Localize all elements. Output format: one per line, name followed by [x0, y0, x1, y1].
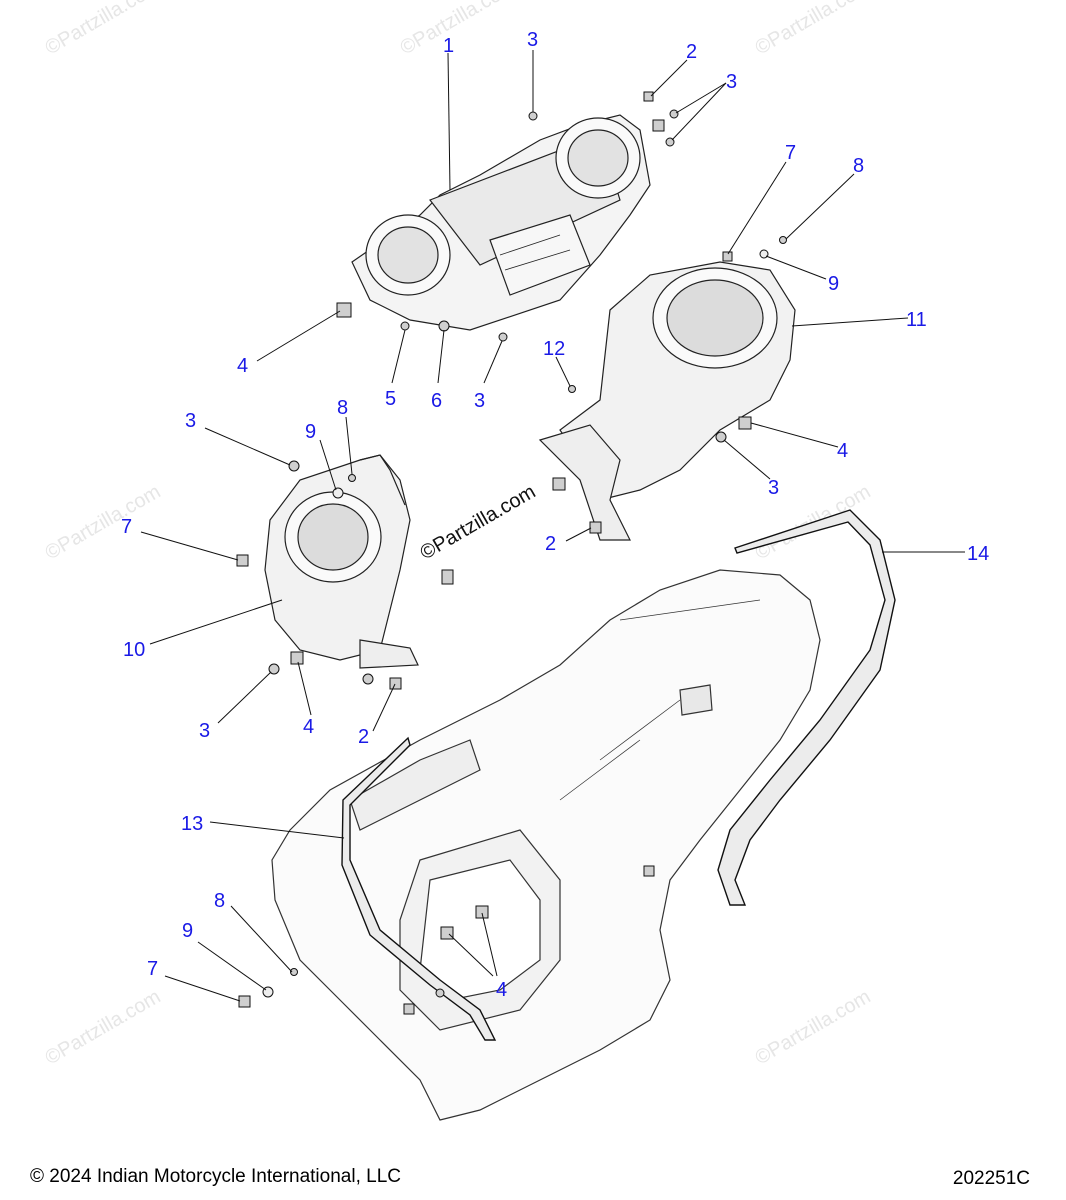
bolt-icon	[348, 474, 356, 482]
nut-icon	[236, 554, 249, 567]
watermark: ©Partzilla.com	[42, 0, 165, 59]
bolt-icon	[528, 111, 538, 121]
bolt-icon	[362, 673, 374, 685]
nut-icon	[652, 119, 665, 132]
callout-label: 4	[303, 716, 314, 738]
callout-label: 3	[768, 477, 779, 499]
callout-label: 3	[199, 720, 210, 742]
bolt-icon	[268, 663, 280, 675]
bolt-icon	[779, 236, 787, 244]
watermark-center: ©Partzilla.com	[417, 481, 540, 565]
speaker-pod-part-10	[264, 454, 419, 669]
callout-label: 8	[337, 397, 348, 419]
callout-label: 12	[543, 338, 565, 360]
callout-label: 10	[123, 639, 145, 661]
nut-icon	[336, 302, 352, 318]
callout-label: 8	[214, 890, 225, 912]
nut-icon	[238, 995, 251, 1008]
watermark: ©Partzilla.com	[397, 0, 520, 59]
callout-label: 7	[785, 142, 796, 164]
callout-label: 4	[496, 979, 507, 1001]
bolt-icon	[715, 431, 727, 443]
hardware-group	[236, 91, 787, 1015]
leader-lines	[140, 50, 965, 1002]
trim-strip-part-14	[717, 509, 896, 906]
callout-label: 6	[431, 390, 442, 412]
callout-label: 4	[837, 440, 848, 462]
callout-label: 14	[967, 543, 989, 565]
watermark: ©Partzilla.com	[42, 481, 165, 565]
callout-label: 9	[182, 920, 193, 942]
callout-labels: 1 3 2 3 7 8 9 11 4 5 6 3 12 3 9 8 4 3 7 …	[121, 29, 989, 1001]
nut-icon	[643, 865, 655, 877]
nut-icon	[475, 905, 489, 919]
nut-icon	[290, 651, 304, 665]
callout-label: 2	[686, 41, 697, 63]
callout-label: 9	[828, 273, 839, 295]
callout-label: 3	[185, 410, 196, 432]
trim-strip-part-13	[341, 736, 497, 1041]
bolt-icon	[498, 332, 508, 342]
copyright-text: © 2024 Indian Motorcycle International, …	[30, 1166, 401, 1187]
callout-label: 4	[237, 355, 248, 377]
callout-label: 3	[474, 390, 485, 412]
callout-label: 3	[527, 29, 538, 51]
bolt-icon	[669, 109, 679, 119]
speaker-pod-part-11	[538, 261, 796, 541]
bolt-icon	[435, 988, 445, 998]
callout-label: 3	[726, 71, 737, 93]
instrument-bracket-part-1	[351, 114, 651, 331]
callout-label: 2	[545, 533, 556, 555]
callout-label: 13	[181, 813, 203, 835]
nut-icon	[722, 251, 733, 262]
nut-icon	[738, 416, 752, 430]
callout-label: 7	[147, 958, 158, 980]
callout-label: 9	[305, 421, 316, 443]
callout-label: 8	[853, 155, 864, 177]
fairing-body	[271, 569, 821, 1121]
callout-label: 1	[443, 35, 454, 57]
nut-icon	[440, 926, 454, 940]
watermark: ©Partzilla.com	[42, 986, 165, 1070]
nut-icon	[589, 521, 602, 534]
callout-label: 7	[121, 516, 132, 538]
bolt-icon	[290, 968, 298, 976]
nut-icon	[643, 91, 654, 102]
bolt-icon	[288, 460, 300, 472]
nut-icon	[403, 1003, 415, 1015]
callout-label: 5	[385, 388, 396, 410]
callout-label: 11	[906, 309, 927, 331]
bolt-icon	[400, 321, 410, 331]
watermark: ©Partzilla.com	[752, 986, 875, 1070]
bolt-icon	[568, 385, 576, 393]
washer-icon	[332, 487, 344, 499]
callout-label: 2	[358, 726, 369, 748]
nut-icon	[552, 477, 566, 491]
nut-icon	[441, 569, 454, 585]
nut-icon	[389, 677, 402, 690]
bolt-icon	[438, 320, 450, 332]
diagram-code: 202251C	[952, 1168, 1030, 1189]
watermark: ©Partzilla.com	[752, 0, 875, 59]
